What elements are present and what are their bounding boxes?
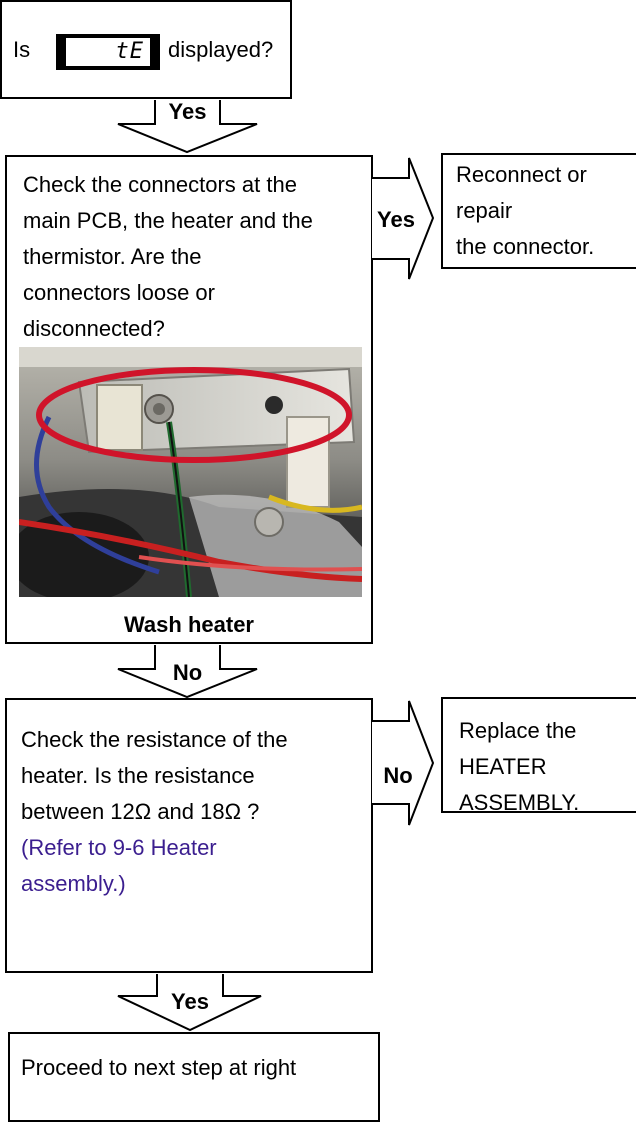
side2-arrow-label: No — [378, 758, 418, 794]
arrow3-label: Yes — [157, 984, 223, 1020]
arrow1-label: Yes — [155, 94, 220, 130]
arrow2-label: No — [155, 655, 220, 691]
side1-arrow-label: Yes — [372, 202, 420, 238]
